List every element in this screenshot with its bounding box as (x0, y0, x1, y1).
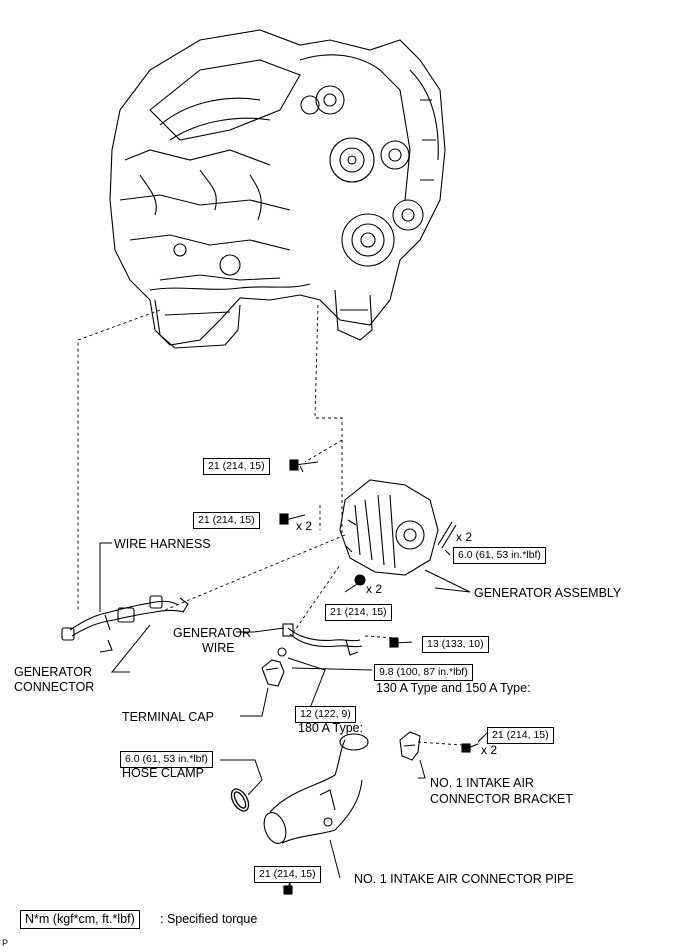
bolts (279, 459, 479, 895)
corner-mark: P (2, 938, 9, 948)
hose-clamp-illustration (230, 788, 250, 812)
wire-harness-illustration (61, 595, 189, 653)
intake-pipe-label: NO. 1 INTAKE AIR CONNECTOR PIPE (354, 872, 574, 886)
bracket-label-2: CONNECTOR BRACKET (430, 792, 573, 806)
torque-nut: 21 (214, 15) (325, 604, 392, 621)
bracket-illustration (399, 731, 421, 761)
legend-torque-text: : Specified torque (160, 912, 258, 926)
generator-wire-label-2: WIRE (202, 641, 235, 655)
legend-torque-box: N*m (kgf*cm, ft.*lbf) (20, 910, 140, 929)
torque-wire-bolt: 13 (133, 10) (422, 636, 489, 653)
dashed-leaders (77, 304, 463, 746)
torque-130-150: 9.8 (100, 87 in.*lbf) (374, 664, 473, 681)
leader-lines (99, 465, 489, 893)
wire-harness-label: WIRE HARNESS (114, 537, 211, 551)
bracket-label-1: NO. 1 INTAKE AIR (430, 776, 534, 790)
hose-clamp-label: HOSE CLAMP (122, 766, 204, 780)
torque-top-bolt: 21 (214, 15) (203, 458, 270, 475)
torque-180: 12 (122, 9) (295, 706, 356, 723)
multiplier-mid-bolt: x 2 (296, 519, 313, 533)
intake-pipe-illustration (263, 733, 369, 844)
generator-assembly-label: GENERATOR ASSEMBLY (474, 586, 622, 600)
torque-pipe-bolt: 21 (214, 15) (254, 866, 321, 883)
terminal-cap-illustration (261, 659, 285, 687)
torque-mid-bolt: 21 (214, 15) (193, 512, 260, 529)
torque-stud: 6.0 (61, 53 in.*lbf) (453, 547, 546, 564)
generator-wire-label-1: GENERATOR (173, 626, 252, 640)
terminal-cap-label: TERMINAL CAP (122, 710, 214, 724)
generator-connector-label-1: GENERATOR (14, 665, 93, 679)
torque-bracket: 21 (214, 15) (487, 727, 554, 744)
type-130-150-label: 130 A Type and 150 A Type: (376, 681, 531, 695)
engine-illustration (109, 29, 446, 349)
multiplier-stud: x 2 (456, 530, 473, 544)
generator-wire-illustration (277, 623, 363, 657)
generator-connector-label-2: CONNECTOR (14, 680, 95, 694)
generator-illustration (339, 479, 457, 586)
type-180-label: 180 A Type: (298, 721, 364, 735)
multiplier-bracket: x 2 (481, 743, 498, 757)
torque-hose-clamp: 6.0 (61, 53 in.*lbf) (120, 751, 213, 768)
multiplier-nut: x 2 (366, 582, 383, 596)
